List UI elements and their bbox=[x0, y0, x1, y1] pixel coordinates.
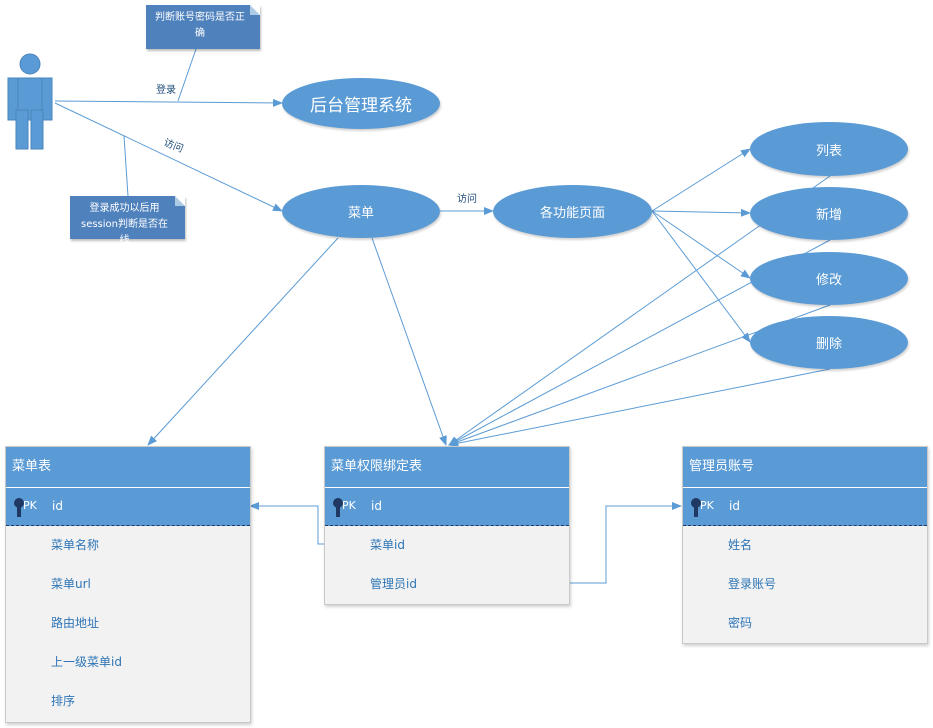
note-session-check: 登录成功以后用session判断是否在线 bbox=[70, 196, 185, 246]
menu-table-field: 菜单名称 bbox=[51, 538, 100, 552]
edge-pages-to-edit bbox=[651, 210, 751, 279]
binding-table-title: 菜单权限绑定表 bbox=[325, 447, 569, 488]
menu-table-field: 菜单url bbox=[51, 577, 91, 591]
primary-key-icon bbox=[14, 498, 24, 517]
node-list: 列表 bbox=[750, 122, 908, 176]
menu-table-pk-field: id bbox=[52, 499, 63, 513]
node-delete: 删除 bbox=[750, 316, 908, 369]
admin-table-field: 姓名 bbox=[728, 538, 753, 552]
menu-table-field: 排序 bbox=[51, 694, 76, 708]
menu-table-title: 菜单表 bbox=[6, 447, 250, 488]
node-menu: 菜单 bbox=[282, 185, 440, 238]
edge-label-visit-pages: 访问 bbox=[456, 190, 478, 205]
admin-table-pk-field: id bbox=[729, 499, 740, 513]
actor-user-icon bbox=[7, 53, 53, 150]
admin-table-field: 密码 bbox=[728, 616, 753, 630]
edge-person-to-system bbox=[54, 98, 283, 107]
edge-pages-to-add bbox=[651, 208, 751, 217]
pk-label: PK bbox=[700, 499, 714, 512]
binding-table-pk-field: id bbox=[371, 499, 382, 513]
menu-table-pk-row: PK id bbox=[6, 488, 250, 526]
edge-label-login: 登录 bbox=[155, 81, 177, 96]
binding-table-field: 菜单id bbox=[370, 538, 405, 552]
edge-pages-to-list bbox=[651, 148, 751, 212]
edge-pages-to-delete bbox=[651, 210, 751, 343]
note-connector-session bbox=[123, 135, 129, 197]
node-function-pages: 各功能页面 bbox=[493, 185, 652, 238]
edge-menu-to-menu-table bbox=[147, 237, 339, 446]
fk-admin-id-to-admin-table bbox=[569, 502, 682, 584]
edge-menu-to-binding-table bbox=[371, 237, 447, 446]
binding-table: 菜单权限绑定表 PK id 菜单id 管理员id bbox=[324, 446, 570, 605]
node-admin-system: 后台管理系统 bbox=[282, 78, 440, 129]
pk-label: PK bbox=[23, 499, 37, 512]
fk-menu-id-to-menu-table bbox=[249, 502, 324, 545]
note-password-check: 判断账号密码是否正确 bbox=[146, 5, 260, 49]
admin-table-title: 管理员账号 bbox=[683, 447, 927, 488]
binding-table-field: 管理员id bbox=[370, 577, 417, 591]
admin-table-field: 登录账号 bbox=[728, 577, 777, 591]
note-connector-password bbox=[177, 48, 197, 102]
primary-key-icon bbox=[691, 498, 701, 517]
menu-table-field: 路由地址 bbox=[51, 616, 100, 630]
edge-delete-to-binding bbox=[448, 368, 831, 448]
node-add: 新增 bbox=[750, 187, 908, 240]
pk-label: PK bbox=[342, 499, 356, 512]
menu-table-field: 上一级菜单id bbox=[51, 655, 122, 669]
menu-table: 菜单表 PK id 菜单名称 菜单url 路由地址 上一级菜单id 排序 bbox=[5, 446, 251, 723]
node-edit: 修改 bbox=[750, 252, 908, 305]
admin-table-pk-row: PK id bbox=[683, 488, 927, 526]
edge-person-to-menu bbox=[54, 102, 283, 212]
admin-table: 管理员账号 PK id 姓名 登录账号 密码 bbox=[682, 446, 928, 644]
binding-table-pk-row: PK id bbox=[325, 488, 569, 526]
primary-key-icon bbox=[333, 498, 343, 517]
